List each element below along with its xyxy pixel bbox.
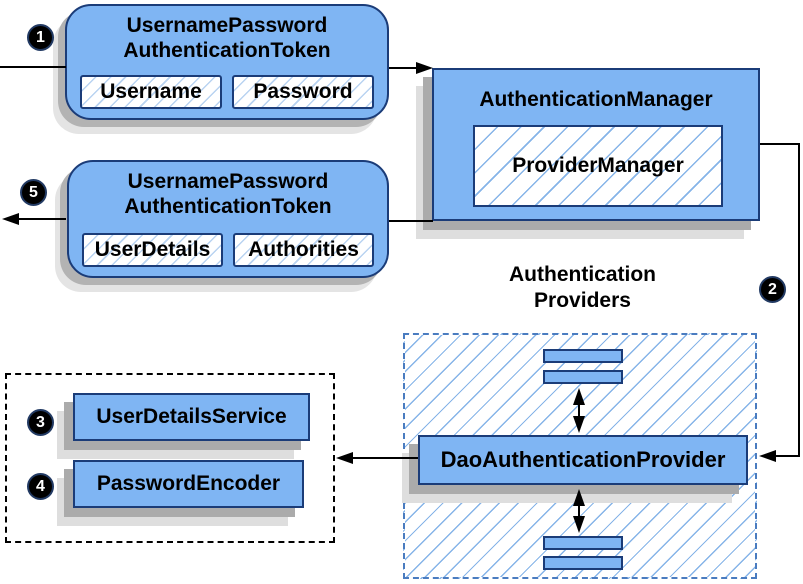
request-token-title: UsernamePassword AuthenticationToken — [67, 13, 387, 63]
request-to-manager-arrow — [389, 62, 433, 74]
provider-stack-bar-4 — [543, 556, 623, 570]
dao-authentication-provider-node: DaoAuthenticationProvider — [418, 435, 748, 485]
username-field: Username — [80, 75, 222, 109]
services-group — [5, 373, 335, 543]
provider-manager-node: ProviderManager — [473, 125, 723, 207]
request-token-fields: Username Password — [80, 75, 374, 109]
request-token-title-line2: AuthenticationToken — [123, 39, 331, 62]
userdetails-field: UserDetails — [82, 233, 223, 267]
manager-to-provider-connector — [759, 143, 800, 462]
password-field: Password — [232, 75, 374, 109]
response-token-node: UsernamePassword AuthenticationToken Use… — [67, 160, 389, 278]
authentication-providers-label-line2: Providers — [534, 289, 631, 312]
provider-stack-bar-3 — [543, 536, 623, 550]
authentication-providers-label: Authentication Providers — [460, 262, 705, 314]
response-token-title-line1: UsernamePassword — [127, 170, 329, 193]
response-token-fields: UserDetails Authorities — [82, 233, 374, 267]
response-token-title: UsernamePassword AuthenticationToken — [69, 169, 387, 219]
step-5-badge: 5 — [20, 179, 47, 206]
provider-stack-bar-2 — [543, 370, 623, 384]
response-token-title-line2: AuthenticationToken — [124, 195, 332, 218]
provider-stack-bar-1 — [543, 349, 623, 363]
step-3-badge: 3 — [27, 409, 54, 436]
authentication-manager-title: AuthenticationManager — [479, 88, 713, 111]
password-encoder-node: PasswordEncoder — [73, 460, 304, 508]
user-details-service-node: UserDetailsService — [73, 393, 310, 441]
step-4-badge: 4 — [27, 473, 54, 500]
authentication-providers-label-line1: Authentication — [509, 263, 656, 286]
request-token-title-line1: UsernamePassword — [126, 14, 328, 37]
authentication-manager-node: AuthenticationManager ProviderManager — [432, 68, 760, 221]
step-1-badge: 1 — [27, 24, 54, 51]
authorities-field: Authorities — [233, 233, 374, 267]
response-out-arrow — [2, 213, 66, 225]
step-2-badge: 2 — [759, 276, 786, 303]
request-token-node: UsernamePassword AuthenticationToken Use… — [65, 4, 389, 120]
